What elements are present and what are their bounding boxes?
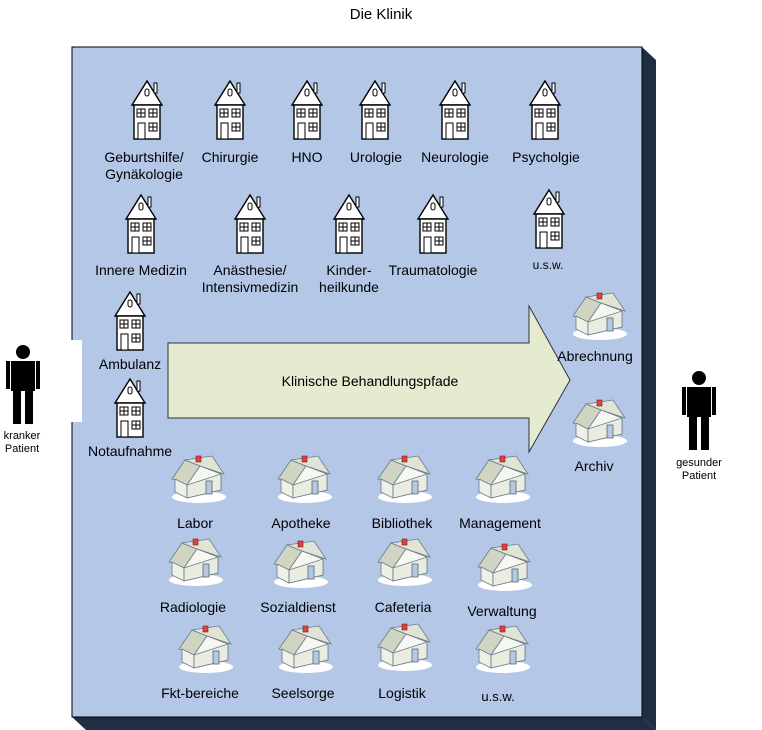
service-label-fkt-bereiche: Fkt-bereiche: [161, 685, 239, 701]
department-label-anaesthesie: Anästhesie/: [213, 262, 287, 278]
service-building-icon: [273, 540, 328, 588]
department-label-gynaekologie: Gynäkologie: [105, 166, 183, 182]
service-building-icon: [475, 625, 530, 673]
house-icon: [332, 193, 366, 254]
service-building-icon: [475, 455, 530, 503]
service-building-icon: [477, 543, 532, 591]
department-label-notaufnahme: Notaufnahme: [87, 443, 173, 459]
house-icon: [290, 79, 324, 140]
department-label-kinder: Kinder-: [326, 262, 372, 278]
department-label-urologie: Urologie: [349, 149, 403, 165]
healthy-patient-label-2: Patient: [681, 470, 717, 482]
service-label-archiv: Archiv: [574, 458, 614, 474]
house-icon: [438, 79, 472, 140]
entrance-gap: [70, 340, 82, 422]
service-label-sozialdienst: Sozialdienst: [260, 599, 336, 615]
department-label-usw: u.s.w.: [532, 258, 564, 272]
service-label-bibliothek: Bibliothek: [371, 515, 433, 531]
sick-patient-label-2: Patient: [4, 443, 40, 455]
service-label-usw: u.s.w.: [481, 689, 515, 704]
arrow-label: Klinische Behandlungspfade: [281, 373, 459, 389]
service-building-icon: [572, 399, 627, 447]
department-label-intensivmedizin: Intensivmedizin: [201, 279, 299, 295]
service-label-labor: Labor: [177, 515, 213, 531]
service-building-icon: [168, 538, 223, 586]
service-building-icon: [572, 292, 627, 340]
house-icon: [113, 377, 147, 438]
healthy-patient-icon: [682, 371, 716, 450]
house-icon: [416, 193, 450, 254]
house-icon: [213, 79, 247, 140]
department-label-neurologie: Neurologie: [421, 149, 489, 165]
service-label-seelsorge: Seelsorge: [271, 685, 335, 701]
panel-bottom-edge: [72, 717, 656, 730]
service-building-icon: [377, 538, 432, 586]
service-building-icon: [171, 455, 226, 503]
service-label-management: Management: [459, 515, 541, 531]
house-icon: [124, 193, 158, 254]
service-label-abrechnung: Abrechnung: [557, 348, 633, 364]
house-icon: [113, 290, 147, 351]
service-building-icon: [278, 625, 333, 673]
healthy-patient-label-1: gesunder: [676, 457, 722, 469]
department-label-chirurgie: Chirurgie: [201, 149, 259, 165]
department-label-hno: HNO: [291, 149, 323, 165]
service-building-icon: [377, 623, 432, 671]
service-building-icon: [178, 625, 233, 673]
house-icon: [528, 79, 562, 140]
service-label-radiologie: Radiologie: [159, 599, 227, 615]
department-label-ambulanz: Ambulanz: [98, 356, 162, 372]
sick-patient-icon: [6, 345, 40, 424]
department-label-traumatologie: Traumatologie: [388, 262, 478, 278]
service-label-logistik: Logistik: [378, 685, 426, 701]
service-label-cafeteria: Cafeteria: [374, 599, 432, 615]
service-building-icon: [377, 455, 432, 503]
house-icon: [358, 79, 392, 140]
department-label-innere-medizin: Innere Medizin: [95, 262, 187, 278]
panel-side-edge: [642, 47, 656, 730]
service-label-apotheke: Apotheke: [271, 515, 331, 531]
sick-patient-label-1: kranker: [3, 430, 41, 442]
department-label-psychologie: Psycholgie: [512, 149, 580, 165]
department-label-heilkunde: heilkunde: [319, 279, 379, 295]
department-label-geburtshilfe: Geburtshilfe/: [104, 149, 184, 165]
service-label-verwaltung: Verwaltung: [467, 603, 537, 619]
service-building-icon: [277, 455, 332, 503]
diagram-title: Die Klinik: [349, 6, 413, 23]
house-icon: [233, 193, 267, 254]
house-icon: [130, 79, 164, 140]
house-icon: [532, 188, 566, 249]
